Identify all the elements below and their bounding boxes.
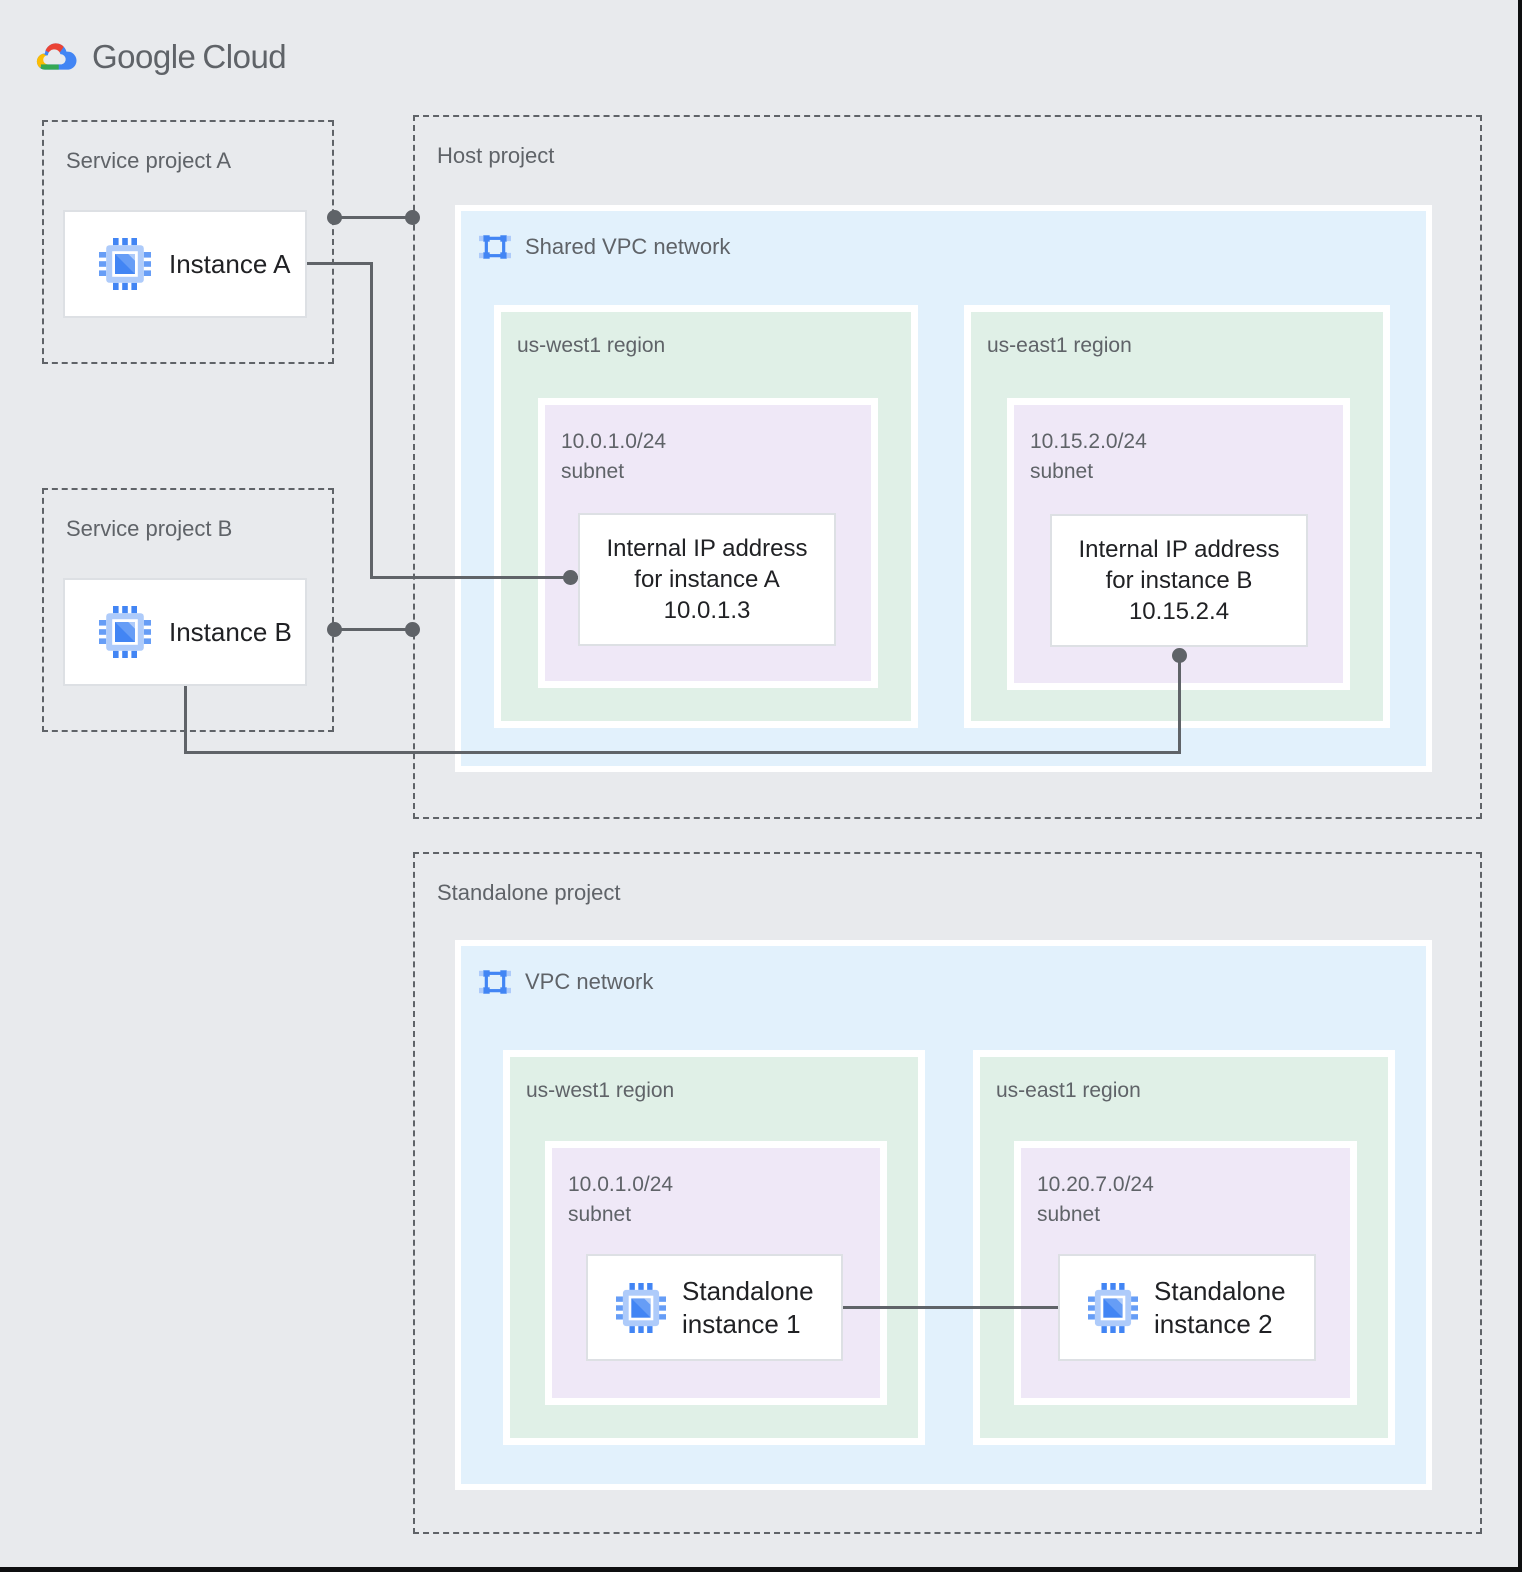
standalone-west-subnet-label: 10.0.1.0/24 subnet bbox=[568, 1170, 880, 1230]
google-cloud-logo-icon bbox=[36, 42, 77, 70]
ip-card-line: for instance A bbox=[634, 566, 780, 593]
compute-instance-icon bbox=[99, 238, 151, 290]
si-line: Standalone bbox=[682, 1275, 814, 1306]
si-line: instance 2 bbox=[1154, 1308, 1273, 1339]
connector-dot bbox=[405, 622, 420, 637]
connector-segment bbox=[370, 576, 578, 579]
standalone-us-west1-region-label: us-west1 region bbox=[526, 1079, 675, 1102]
subnet-caption: subnet bbox=[568, 1203, 632, 1226]
connector-segment bbox=[330, 216, 416, 219]
compute-instance-icon bbox=[99, 606, 151, 658]
vpc-network-icon bbox=[479, 970, 511, 994]
host-project-box: Host project bbox=[413, 115, 1482, 819]
logo-product-text: Cloud bbox=[202, 38, 287, 75]
instance-a-card: Instance A bbox=[63, 210, 307, 318]
screenshot-bottom-edge bbox=[0, 1567, 1522, 1572]
standalone-east-subnet-label: 10.20.7.0/24 subnet bbox=[1037, 1170, 1350, 1230]
connector-segment bbox=[307, 262, 373, 265]
connector-dot bbox=[1172, 648, 1187, 663]
connector-segment bbox=[184, 686, 187, 754]
vpc-network-label: VPC network bbox=[525, 969, 654, 994]
si-line: Standalone bbox=[1154, 1275, 1286, 1306]
connector-segment bbox=[184, 751, 1181, 754]
instance-a-label: Instance A bbox=[169, 248, 291, 279]
host-west-subnet-label: 10.0.1.0/24 subnet bbox=[561, 427, 871, 487]
subnet-cidr: 10.15.2.0/24 bbox=[1030, 430, 1147, 453]
connector-dot bbox=[405, 210, 420, 225]
internal-ip-instance-a-card: Internal IP address for instance A 10.0.… bbox=[578, 513, 836, 646]
standalone-project-box: Standalone project bbox=[413, 852, 1482, 1534]
host-us-east1-region-label: us-east1 region bbox=[987, 334, 1132, 357]
subnet-cidr: 10.0.1.0/24 bbox=[561, 430, 667, 453]
instance-b-label: Instance B bbox=[169, 616, 292, 647]
standalone-us-east1-region-label: us-east1 region bbox=[996, 1079, 1141, 1102]
subnet-caption: subnet bbox=[1037, 1203, 1101, 1226]
connector-dot bbox=[327, 622, 342, 637]
instance-b-card: Instance B bbox=[63, 578, 307, 686]
ip-card-line: Internal IP address bbox=[606, 535, 808, 562]
ip-card-line: for instance B bbox=[1105, 567, 1253, 594]
compute-instance-icon bbox=[1088, 1282, 1138, 1333]
standalone-project-label: Standalone project bbox=[437, 880, 621, 905]
host-us-west1-region-label: us-west1 region bbox=[517, 334, 666, 357]
connector-segment bbox=[330, 628, 416, 631]
compute-instance-icon bbox=[616, 1282, 666, 1333]
connector-segment bbox=[1178, 655, 1181, 754]
shared-vpc-network-label: Shared VPC network bbox=[525, 234, 731, 259]
subnet-cidr: 10.20.7.0/24 bbox=[1037, 1173, 1154, 1196]
ip-card-line: Internal IP address bbox=[1078, 536, 1280, 563]
connector-dot bbox=[563, 570, 578, 585]
si-line: instance 1 bbox=[682, 1308, 801, 1339]
connector-segment bbox=[843, 1306, 1058, 1309]
screenshot-right-edge bbox=[1518, 0, 1522, 1572]
subnet-caption: subnet bbox=[1030, 460, 1094, 483]
service-project-a-label: Service project A bbox=[66, 148, 232, 173]
connector-dot bbox=[327, 210, 342, 225]
ip-card-line: 10.0.1.3 bbox=[663, 597, 751, 624]
vpc-network-icon bbox=[479, 235, 511, 259]
host-project-label: Host project bbox=[437, 143, 555, 168]
subnet-caption: subnet bbox=[561, 460, 625, 483]
service-project-a-box: Service project A bbox=[42, 120, 334, 364]
service-project-b-box: Service project B bbox=[42, 488, 334, 732]
internal-ip-instance-b-card: Internal IP address for instance B 10.15… bbox=[1050, 514, 1308, 647]
host-east-subnet-label: 10.15.2.0/24 subnet bbox=[1030, 427, 1343, 487]
connector-segment bbox=[370, 262, 373, 578]
ip-card-line: 10.15.2.4 bbox=[1128, 598, 1230, 625]
service-project-b-label: Service project B bbox=[66, 516, 233, 541]
logo-brand-text: Google bbox=[92, 38, 196, 75]
subnet-cidr: 10.0.1.0/24 bbox=[568, 1173, 674, 1196]
